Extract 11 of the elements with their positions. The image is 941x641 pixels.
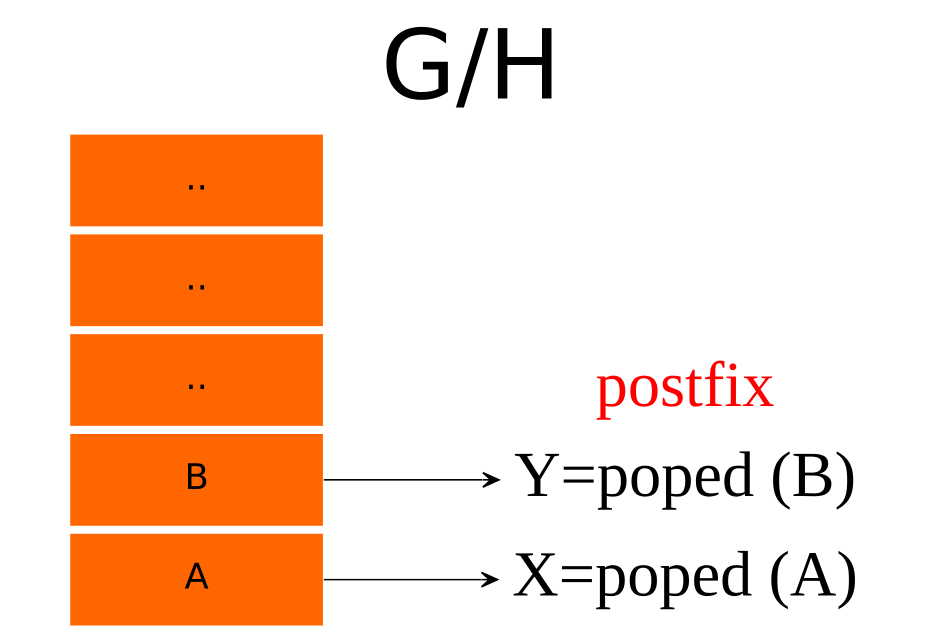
node-text: Y=poped (B)	[514, 438, 856, 510]
label: postfix	[595, 348, 774, 420]
diagram-title: G/H	[380, 8, 560, 122]
node-box: ..	[68, 133, 324, 228]
node-box: ..	[68, 332, 324, 428]
node-box: ..	[68, 232, 324, 328]
node-box: A	[68, 532, 324, 628]
node-text: X=poped (A)	[512, 538, 858, 610]
node-box: B	[68, 432, 324, 528]
arrow	[323, 572, 498, 588]
arrow	[323, 472, 500, 488]
